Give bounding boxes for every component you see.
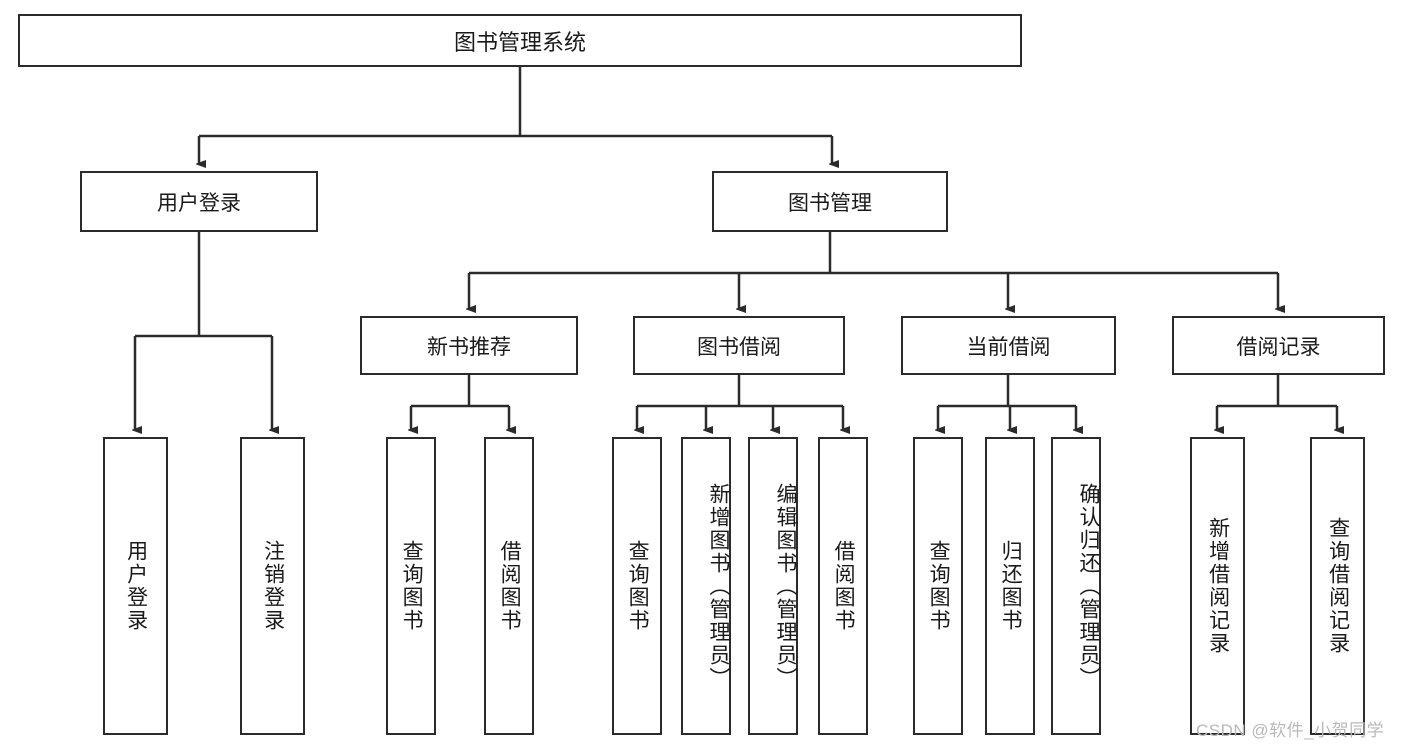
leaf-query-borrow-record-label: 查询借阅记录: [1326, 517, 1350, 655]
node-borrow-record-label: 借阅记录: [1236, 335, 1321, 359]
leaf-borrow-books-recommend-label: 借阅图书: [498, 540, 522, 632]
leaf-add-borrow-record-label: 新增借阅记录: [1206, 517, 1230, 655]
leaf-edit-book-admin[interactable]: 编辑图书（管理员）: [748, 437, 798, 735]
node-book-management[interactable]: 图书管理: [712, 171, 948, 232]
node-book-management-label: 图书管理: [788, 191, 872, 215]
node-new-book-recommend-label: 新书推荐: [427, 335, 511, 359]
leaf-query-books-borrow[interactable]: 查询图书: [612, 437, 662, 735]
leaf-logout[interactable]: 注销登录: [240, 437, 305, 735]
leaf-return-books-label: 归还图书: [999, 540, 1023, 632]
node-user-login[interactable]: 用户登录: [80, 171, 318, 232]
watermark: CSDN @软件_小贺同学: [1196, 721, 1385, 740]
leaf-borrow-books[interactable]: 借阅图书: [818, 437, 868, 735]
leaf-add-book-admin-label: 新增图书（管理员）: [707, 482, 730, 690]
leaf-confirm-return-admin-label: 确认归还（管理员）: [1077, 482, 1100, 690]
node-new-book-recommend[interactable]: 新书推荐: [360, 316, 578, 375]
node-current-borrow-label: 当前借阅: [966, 335, 1051, 359]
leaf-add-borrow-record[interactable]: 新增借阅记录: [1190, 437, 1245, 735]
leaf-return-books[interactable]: 归还图书: [985, 437, 1035, 735]
node-borrow-record[interactable]: 借阅记录: [1172, 316, 1385, 375]
node-book-borrow-label: 图书借阅: [697, 335, 781, 359]
leaf-user-login[interactable]: 用户登录: [103, 437, 168, 735]
leaf-query-books-borrow-label: 查询图书: [626, 540, 650, 632]
leaf-borrow-books-label: 借阅图书: [832, 540, 856, 632]
leaf-query-borrow-record[interactable]: 查询借阅记录: [1310, 437, 1365, 735]
leaf-confirm-return-admin[interactable]: 确认归还（管理员）: [1051, 437, 1101, 735]
leaf-user-login-label: 用户登录: [124, 540, 148, 632]
leaf-query-books-recommend[interactable]: 查询图书: [386, 437, 436, 735]
node-root[interactable]: 图书管理系统: [18, 14, 1022, 67]
node-current-borrow[interactable]: 当前借阅: [901, 316, 1116, 375]
node-root-label: 图书管理系统: [453, 29, 586, 55]
leaf-add-book-admin[interactable]: 新增图书（管理员）: [681, 437, 731, 735]
leaf-query-books-current-label: 查询图书: [927, 540, 951, 632]
leaf-edit-book-admin-label: 编辑图书（管理员）: [774, 482, 797, 690]
node-book-borrow[interactable]: 图书借阅: [633, 316, 845, 375]
leaf-query-books-current[interactable]: 查询图书: [913, 437, 963, 735]
leaf-borrow-books-recommend[interactable]: 借阅图书: [484, 437, 534, 735]
node-user-login-label: 用户登录: [157, 191, 241, 215]
leaf-query-books-recommend-label: 查询图书: [400, 540, 424, 632]
leaf-logout-label: 注销登录: [261, 540, 285, 632]
